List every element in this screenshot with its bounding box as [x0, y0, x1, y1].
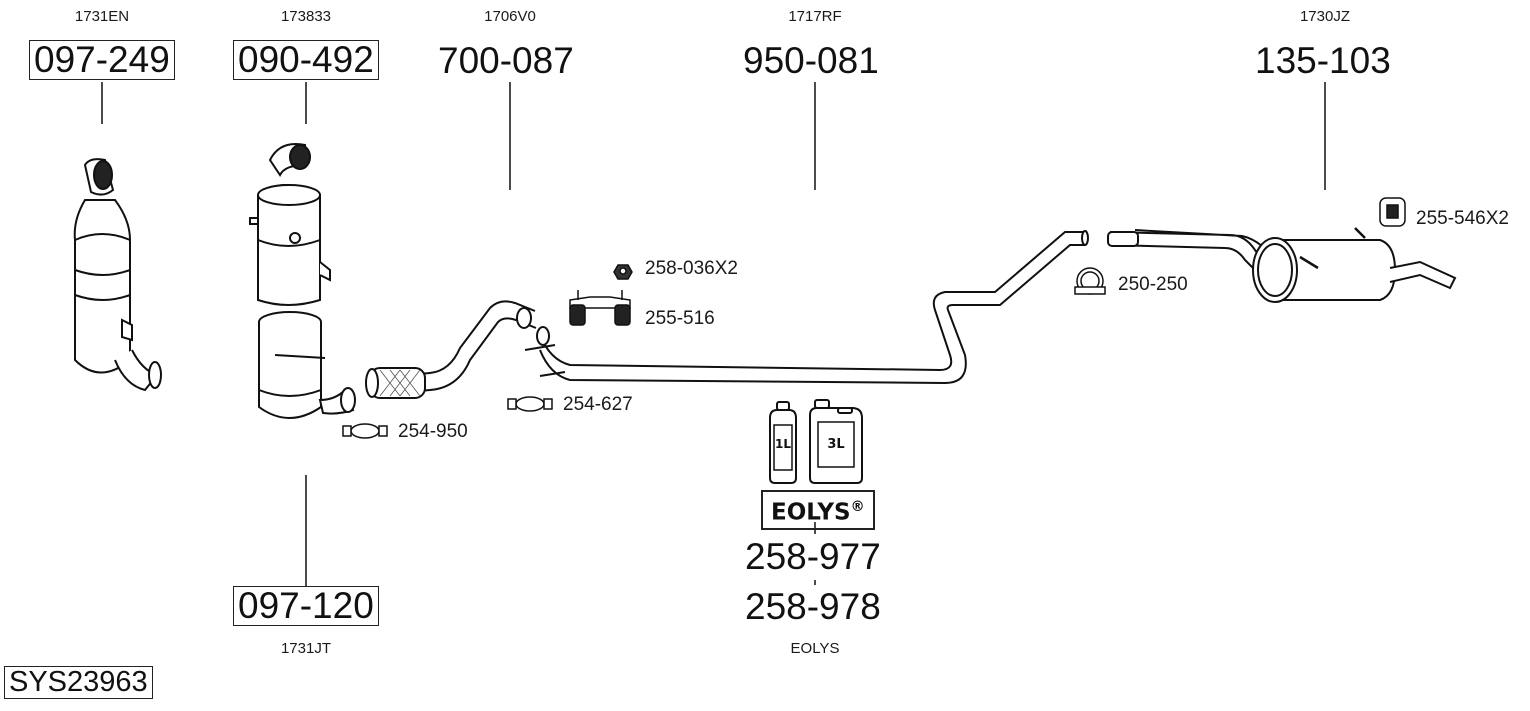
- front-pipe-700-087-drawing: [365, 300, 537, 399]
- rubber-hanger-icon: [1379, 197, 1406, 227]
- dpf-090-492-drawing: [249, 143, 331, 306]
- ref-code-1731JT: 1731JT: [280, 640, 332, 657]
- accessory-255-516[interactable]: 255-516: [645, 308, 715, 329]
- ref-code-1706V0: 1706V0: [484, 8, 536, 25]
- accessory-258-036X2[interactable]: 258-036X2: [645, 258, 738, 279]
- eolys-brand: EOLYS: [771, 499, 851, 526]
- bottle-1l-label: 1L: [775, 437, 791, 451]
- clamp-icon-254-950: [342, 423, 388, 439]
- eolys-brand-box: EOLYS®: [761, 490, 875, 530]
- ref-code-eolys: EOLYS: [790, 640, 840, 657]
- eolys-can-3l-icon: [809, 399, 863, 484]
- accessory-254-627[interactable]: 254-627: [563, 394, 633, 415]
- dpf-097-120-drawing: [258, 311, 356, 419]
- nut-icon: [613, 264, 633, 280]
- accessory-250-250[interactable]: 250-250: [1118, 274, 1188, 295]
- ref-code-1731EN: 1731EN: [74, 8, 130, 25]
- part-number-258-978[interactable]: 258-978: [745, 586, 881, 627]
- ref-code-1730JZ: 1730JZ: [1299, 8, 1351, 25]
- part-number-090-492[interactable]: 090-492: [233, 40, 379, 80]
- rubber-mount-bracket-icon: [569, 290, 631, 326]
- dpf-097-249-drawing: [73, 158, 162, 392]
- middle-pipe-950-081-drawing: [524, 230, 1089, 385]
- part-number-950-081[interactable]: 950-081: [743, 40, 879, 81]
- ref-code-1717RF: 1717RF: [788, 8, 842, 25]
- accessory-255-546X2[interactable]: 255-546X2: [1416, 208, 1509, 229]
- registered-mark: ®: [850, 499, 865, 515]
- ref-code-173833: 173833: [280, 8, 332, 25]
- u-clamp-icon: [1074, 267, 1106, 295]
- part-number-097-120[interactable]: 097-120: [233, 586, 379, 626]
- part-number-097-249[interactable]: 097-249: [29, 40, 175, 80]
- eolys-bottle-1l-icon: [769, 401, 797, 484]
- part-number-700-087[interactable]: 700-087: [438, 40, 574, 81]
- part-number-258-977[interactable]: 258-977: [745, 536, 881, 577]
- clamp-icon-254-627: [507, 396, 553, 412]
- rear-silencer-135-103-drawing: [1107, 227, 1457, 303]
- accessory-254-950[interactable]: 254-950: [398, 421, 468, 442]
- system-id: SYS23963: [4, 666, 153, 699]
- can-3l-label: 3L: [827, 437, 845, 452]
- part-number-135-103[interactable]: 135-103: [1255, 40, 1391, 81]
